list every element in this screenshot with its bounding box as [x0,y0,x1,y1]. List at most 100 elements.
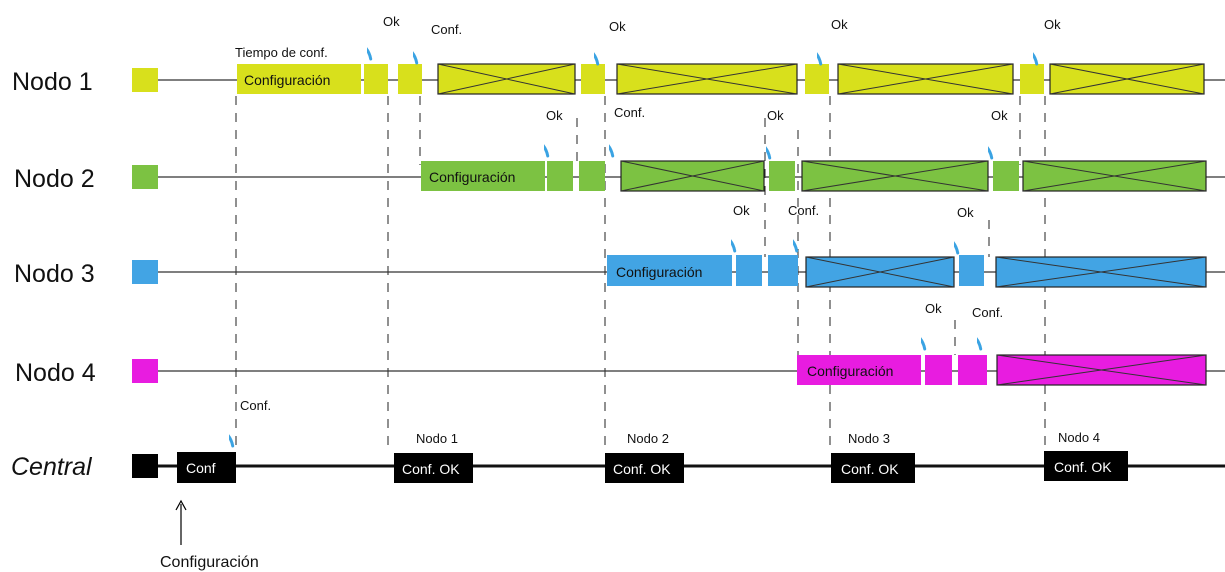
central-conf-box [177,452,236,483]
nodo-2-sleep-2 [801,160,989,192]
row-label-central: Central [11,453,93,481]
row-nodo-4 [132,354,1225,386]
conf-label: Conf. [788,203,819,218]
row-nodo-2 [132,160,1225,192]
ok-label: Ok [546,108,563,123]
ok-label: Ok [991,108,1008,123]
nodo-2-sleep-1 [620,160,765,192]
nodo-1-sleep-4 [1049,63,1205,95]
nodo-1-sleep-3 [837,63,1014,95]
sleep-cross-line [995,256,1207,288]
central-ack-label-4: Nodo 4 [1058,430,1100,445]
conf-label: Conf. [240,398,271,413]
text-layer: Nodo 1 Nodo 2 Nodo 3 Nodo 4 Central Tiem… [11,14,1112,571]
ok-label: Ok [767,108,784,123]
tx-block [364,64,388,94]
wifi-icon [367,36,375,61]
central-ack-label-2: Nodo 2 [627,431,669,446]
nodo-3-marker [132,260,158,284]
conf-label: Conf. [614,105,645,120]
nodo-2-marker [132,165,158,189]
ok-label: Ok [1044,17,1061,32]
tx-block [579,161,605,191]
central-marker [132,454,158,478]
tx-block [607,255,732,286]
central-conf-ok-2 [605,453,684,483]
wifi-icon [544,133,552,158]
sleep-cross-line [616,63,798,95]
wifi-icon [229,423,237,448]
row-label-nodo-2: Nodo 2 [14,165,95,193]
central-ack-label-3: Nodo 3 [848,431,890,446]
tx-block [736,255,762,286]
tx-block [925,355,952,385]
row-nodo-3 [132,255,1225,288]
sleep-cross-line [1049,63,1205,95]
wifi-icon [766,135,774,160]
tx-block [768,255,798,286]
conf-ok-text: Conf. OK [841,461,899,477]
central-conf-ok-1 [394,453,473,483]
nodo-2-sleep-3 [1022,160,1207,192]
tiempo-conf-label: Tiempo de conf. [235,45,328,60]
tx-block [398,64,422,94]
nodo-4-sleep-1 [996,354,1207,386]
sleep-cross-line [805,256,955,288]
central-conf-ok-4 [1044,451,1128,481]
wifi-icon [731,228,739,253]
central-conf-text: Conf [186,460,216,476]
config-block-label: Configuración [244,72,330,88]
wifi-icon [977,326,985,351]
wifi-icon [921,326,929,351]
wifi-icon [1033,41,1041,66]
ok-label: Ok [383,14,400,29]
wifi-icon [609,133,617,158]
central-conf-ok-3 [831,453,915,483]
ok-label: Ok [831,17,848,32]
sleep-cross-line [1022,160,1207,192]
nodo-1-sleep-2 [616,63,798,95]
row-label-nodo-3: Nodo 3 [14,260,95,288]
bottom-configuracion-label: Configuración [160,554,259,571]
nodo-1-marker [132,68,158,92]
wifi-icon [817,41,825,66]
tx-block [958,355,987,385]
config-block-label: Configuración [429,169,515,185]
tx-block [959,255,984,286]
conf-label: Conf. [972,305,1003,320]
sleep-cross-line [801,160,989,192]
tx-block [547,161,573,191]
wifi-icon [413,40,421,65]
ok-label: Ok [957,205,974,220]
tx-block [797,355,921,385]
conf-label: Conf. [431,22,462,37]
tx-block [237,64,361,94]
nodo-1-sleep-1 [437,63,576,95]
conf-ok-text: Conf. OK [1054,459,1112,475]
config-block-label: Configuración [807,363,893,379]
sleep-cross-line [996,354,1207,386]
tx-block [769,161,795,191]
sleep-cross-line [437,63,576,95]
tx-block [421,161,545,191]
nodo-3-sleep-2 [995,256,1207,288]
conf-ok-text: Conf. OK [402,461,460,477]
ok-label: Ok [925,301,942,316]
tx-block [1020,64,1044,94]
ok-label: Ok [609,19,626,34]
wifi-icon [988,135,996,160]
row-label-nodo-1: Nodo 1 [12,68,93,96]
sleep-cross-line [837,63,1014,95]
nodo-4-marker [132,359,158,383]
sleep-cross-line [620,160,765,192]
nodo-3-sleep-1 [805,256,955,288]
wifi-icon [954,230,962,255]
ok-label: Ok [733,203,750,218]
row-nodo-1 [132,63,1225,95]
config-block-label: Configuración [616,264,702,280]
tx-block [581,64,605,94]
central-ack-label-1: Nodo 1 [416,431,458,446]
wifi-icon [793,228,801,253]
